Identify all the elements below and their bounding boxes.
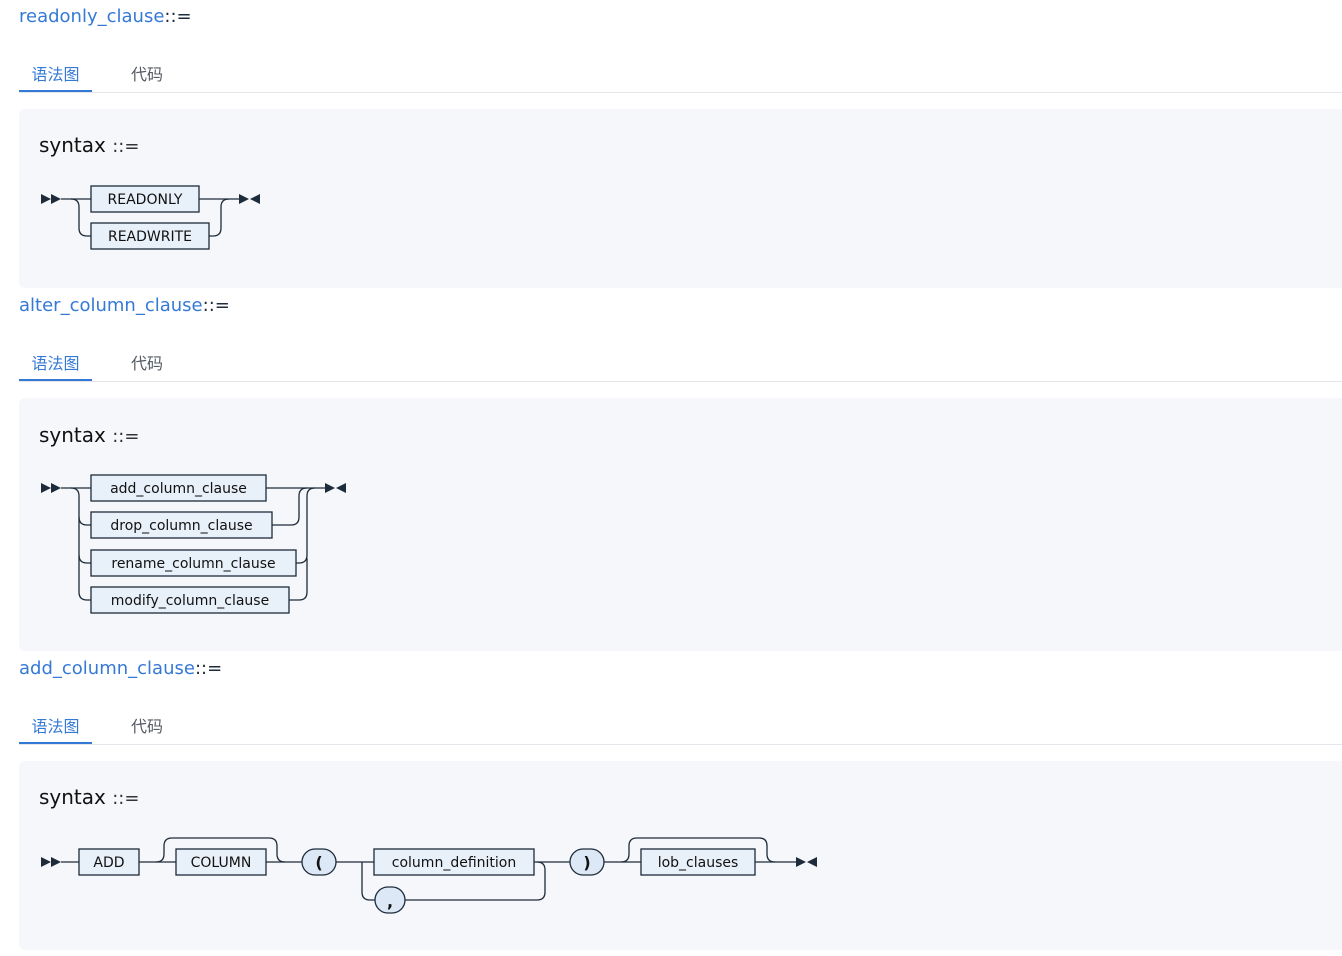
syntax-title: syntax ::=	[39, 785, 139, 809]
nonterminal-modify-column-clause[interactable]: modify_column_clause	[90, 586, 290, 614]
syntax-title: syntax ::=	[39, 423, 139, 447]
rule-heading: alter_column_clause::=	[19, 295, 230, 316]
syntax-word: syntax	[39, 133, 106, 157]
svg-text:READWRITE: READWRITE	[108, 229, 192, 245]
terminal-readonly: READONLY	[90, 185, 200, 213]
rule-section-add-column-clause: add_column_clause::= 语法图 代码 syntax ::= A…	[0, 653, 1342, 956]
svg-text:drop_column_clause: drop_column_clause	[110, 518, 252, 534]
terminal-readwrite: READWRITE	[90, 222, 210, 250]
tab-bar: 语法图 代码	[19, 64, 1342, 93]
svg-text:COLUMN: COLUMN	[191, 855, 252, 871]
svg-text:column_definition: column_definition	[392, 855, 516, 871]
tab-diagram[interactable]: 语法图	[19, 716, 92, 744]
svg-text:modify_column_clause: modify_column_clause	[111, 593, 269, 609]
nonterminal-rename-column-clause[interactable]: rename_column_clause	[90, 549, 297, 577]
rule-section-readonly-clause: readonly_clause::= 语法图 代码 syntax ::= REA…	[0, 0, 1342, 290]
rule-assign: ::=	[164, 6, 192, 27]
railroad-diagram: ADD COLUMN ( column_definition	[41, 837, 817, 914]
syntax-op: ::=	[112, 426, 140, 447]
keyword-add: ADD	[78, 848, 140, 876]
railroad-diagram: add_column_clause drop_column_clause ren…	[41, 474, 346, 614]
nonterminal-drop-column-clause[interactable]: drop_column_clause	[90, 511, 273, 539]
syntax-word: syntax	[39, 423, 106, 447]
tab-diagram[interactable]: 语法图	[19, 64, 92, 92]
token-rparen: )	[569, 848, 605, 876]
syntax-word: syntax	[39, 785, 106, 809]
end-arrow-icon	[325, 483, 346, 493]
tab-diagram[interactable]: 语法图	[19, 353, 92, 381]
token-comma: ,	[374, 886, 406, 914]
start-arrow-icon	[41, 194, 61, 204]
svg-text:,: ,	[387, 892, 393, 911]
railroad-diagram: READONLY READWRITE	[41, 185, 260, 250]
end-arrow-icon	[796, 857, 817, 867]
token-lparen: (	[301, 848, 337, 876]
tab-code[interactable]: 代码	[131, 354, 164, 373]
keyword-column: COLUMN	[175, 848, 267, 876]
syntax-op: ::=	[112, 136, 140, 157]
svg-text:rename_column_clause: rename_column_clause	[111, 556, 275, 572]
tab-code[interactable]: 代码	[131, 717, 164, 736]
tab-code[interactable]: 代码	[131, 65, 164, 84]
end-arrow-icon	[239, 194, 260, 204]
tab-bar: 语法图 代码	[19, 353, 1342, 382]
nonterminal-lob-clauses[interactable]: lob_clauses	[640, 848, 756, 876]
rule-heading: add_column_clause::=	[19, 658, 222, 679]
svg-text:lob_clauses: lob_clauses	[658, 855, 739, 871]
rule-section-alter-column-clause: alter_column_clause::= 语法图 代码 syntax ::=…	[0, 290, 1342, 653]
diagram-panel: syntax ::= READONLY READWRITE	[19, 109, 1342, 288]
svg-text:): )	[583, 853, 590, 872]
svg-text:ADD: ADD	[93, 855, 124, 871]
rule-name-link[interactable]: readonly_clause	[19, 6, 165, 27]
rule-heading: readonly_clause::=	[19, 6, 192, 27]
nonterminal-add-column-clause[interactable]: add_column_clause	[90, 474, 267, 502]
rule-name-link[interactable]: alter_column_clause	[19, 295, 203, 316]
svg-text:add_column_clause: add_column_clause	[110, 481, 247, 497]
nonterminal-column-definition[interactable]: column_definition	[373, 848, 535, 876]
tab-bar: 语法图 代码	[19, 716, 1342, 745]
svg-text:READONLY: READONLY	[108, 192, 183, 208]
diagram-panel: syntax ::= add_column_clause drop_column…	[19, 398, 1342, 651]
rule-name-link[interactable]: add_column_clause	[19, 658, 195, 679]
syntax-op: ::=	[112, 788, 140, 809]
syntax-title: syntax ::=	[39, 133, 139, 157]
rule-assign: ::=	[202, 295, 230, 316]
start-arrow-icon	[41, 857, 61, 867]
svg-text:(: (	[315, 853, 322, 872]
diagram-panel: syntax ::= ADD COLUMN (	[19, 761, 1342, 950]
rule-assign: ::=	[194, 658, 223, 679]
start-arrow-icon	[41, 483, 61, 493]
